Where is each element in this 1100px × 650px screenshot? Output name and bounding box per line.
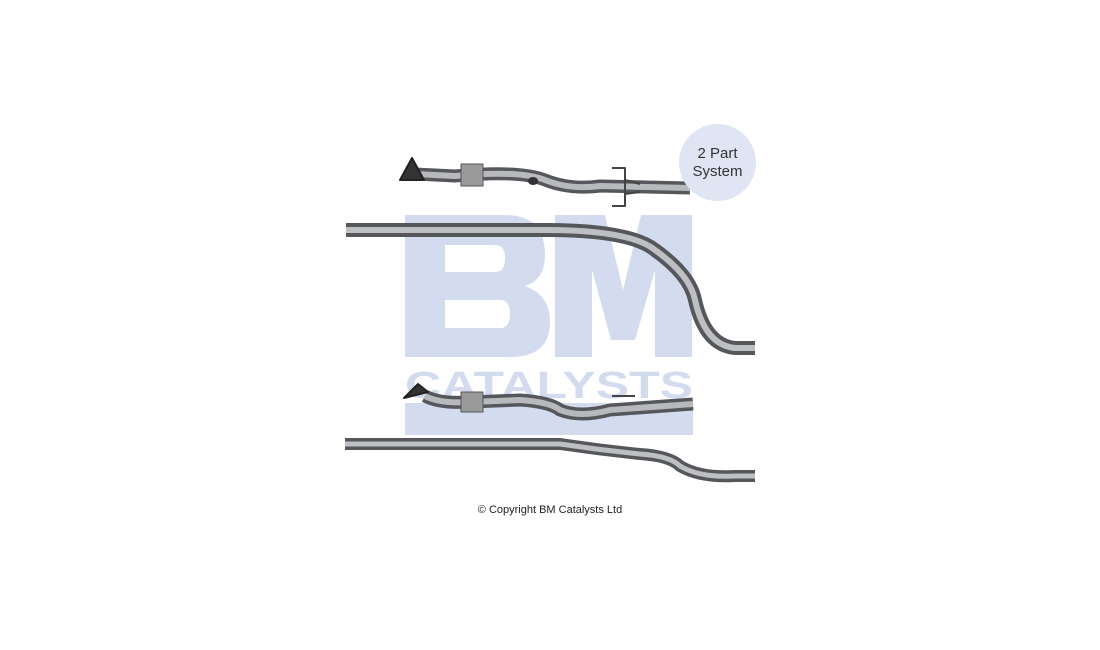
- watermark-letter-b: [405, 215, 550, 357]
- copyright-text: © Copyright BM Catalysts Ltd: [477, 504, 623, 516]
- two-part-system-badge: 2 Part System: [679, 124, 756, 201]
- front-pipe-lower: [403, 383, 694, 421]
- badge-line-2: System: [692, 162, 743, 180]
- front-pipe-upper: [399, 157, 691, 207]
- rear-pipe-upper: [346, 223, 755, 355]
- badge-line-1: 2 Part: [697, 144, 738, 162]
- exhaust-pipes: [345, 157, 755, 483]
- rear-pipe-lower: [345, 438, 755, 483]
